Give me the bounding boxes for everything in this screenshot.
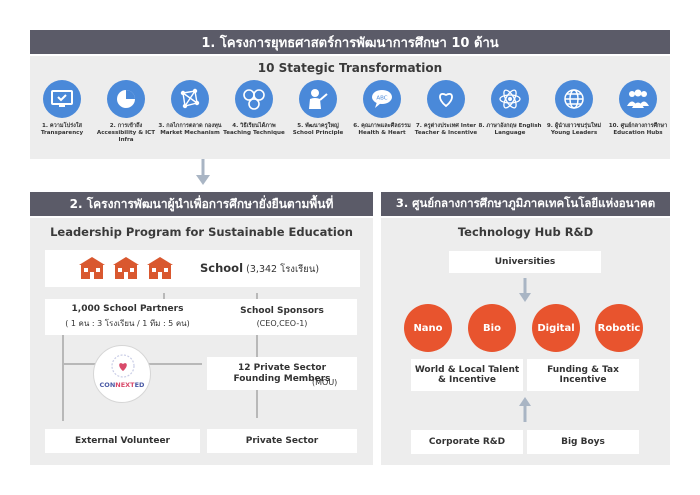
universities-box: Universities (449, 251, 601, 273)
founding-members-label: 12 Private Sector Founding Members (233, 362, 331, 384)
connector-line (256, 335, 258, 357)
logo-text-con: CON (99, 381, 116, 389)
nano-label: Nano (413, 322, 443, 334)
talent-box: World & Local Talent & Incentive (411, 359, 523, 391)
connector-line (256, 293, 258, 299)
down-arrow-icon (196, 159, 210, 187)
strategy-label: 9. ผู้นำเยาวชนรุ่นใหม่ Young Leaders (546, 123, 602, 136)
people-icon (619, 80, 657, 118)
speech-bubble-icon: ABC (363, 80, 401, 118)
nano-circle: Nano (404, 304, 452, 352)
down-arrow-icon (519, 278, 531, 304)
school-label: School (200, 261, 244, 275)
strategy-item-7: 7. ครูต่างประเทศ Inter Teacher & Incenti… (414, 80, 478, 137)
connector-line (62, 335, 64, 421)
strategy-label: 10. ศูนย์กลางการศึกษา Education Hubs (608, 123, 668, 136)
corporate-rd-label: Corporate R&D (428, 437, 506, 447)
external-volunteer-label: External Volunteer (74, 436, 170, 446)
section2-title: Leadership Program for Sustainable Educa… (50, 225, 353, 239)
strategy-item-4: 4. วิธีเรียนได้ภาพ Teaching Technique (222, 80, 286, 137)
up-arrow-icon (519, 396, 531, 422)
strategy-label: 3. กลไกการตลาด กองทุน Market Mechanism (158, 123, 222, 136)
big-boys-box: Big Boys (527, 430, 639, 454)
founding-members-box: 12 Private Sector Founding Members (207, 357, 357, 390)
strategy-label: 5. พัฒนาครูใหญ่ School Principle (292, 123, 344, 136)
hands-heart-icon (427, 80, 465, 118)
school-sponsors-box: School Sponsors (CEO,CEO-1) (207, 299, 357, 335)
strategy-label: 7. ครูต่างประเทศ Inter Teacher & Incenti… (414, 123, 478, 136)
private-sector-box: Private Sector (207, 429, 357, 453)
school-count: (3,342 โรงเรียน) (246, 264, 320, 275)
section3-title: Technology Hub R&D (457, 225, 594, 239)
connector-line (256, 390, 258, 418)
strategy-item-5: 5. พัฒนาครูใหญ่ School Principle (286, 80, 350, 137)
school-partners-box: 1,000 School Partners ( 1 คน : 3 โรงเรีย… (45, 299, 210, 335)
strategy-icons: 1. ความโปร่งใส Transparency 2. การเข้าถึ… (30, 80, 670, 155)
strategy-label: 6. คุณภาพและศีลธรรม Health & Heart (353, 123, 411, 136)
section3-header-bar: 3. ศูนย์กลางการศึกษาภูมิภาคเทคโนโลยีแห่ง… (381, 192, 670, 216)
strategy-item-2: 2. การเข้าถึง Accessibility & ICT Infra (94, 80, 158, 144)
globe-icon (555, 80, 593, 118)
funding-label: Funding & Tax Incentive (547, 365, 619, 385)
section3-panel: Technology Hub R&D Universities Nano Bio… (381, 218, 670, 465)
strategy-item-10: 10. ศูนย์กลางการศึกษา Education Hubs (606, 80, 670, 137)
strategy-item-6: ABC 6. คุณภาพและศีลธรรม Health & Heart (350, 80, 414, 137)
founding-members-sub: (MOU) (312, 378, 338, 387)
section1-header-bar: 1. โครงการยุทธศาสตร์การพัฒนาการศึกษา 10 … (30, 30, 670, 54)
section2-header-bar: 2. โครงการพัฒนาผู้นำเพื่อการศึกษายั่งยืน… (30, 192, 373, 216)
talent-label: World & Local Talent & Incentive (414, 365, 520, 385)
pie-chart-icon (107, 80, 145, 118)
strategy-label: 8. ภาษาอังกฤษ English Language (478, 123, 542, 136)
universities-label: Universities (494, 257, 556, 267)
connector-line (163, 293, 165, 299)
digital-label: Digital (537, 322, 575, 334)
private-sector-label: Private Sector (245, 436, 319, 446)
section2-header-title: 2. โครงการพัฒนาผู้นำเพื่อการศึกษายั่งยืน… (69, 196, 334, 211)
logo-text-next: NEXT (115, 381, 135, 389)
svg-text:ABC: ABC (376, 96, 387, 102)
school-sponsors-label: School Sponsors (240, 306, 324, 316)
bio-label: Bio (483, 322, 501, 334)
connexted-logo: CONNEXTED (93, 345, 151, 403)
section1-header-title: 1. โครงการยุทธศาสตร์การพัฒนาการศึกษา 10 … (201, 35, 499, 51)
strategy-item-3: 3. กลไกการตลาด กองทุน Market Mechanism (158, 80, 222, 137)
digital-circle: Digital (532, 304, 580, 352)
corporate-rd-box: Corporate R&D (411, 430, 523, 454)
robotic-circle: Robotic (595, 304, 643, 352)
logo-text-ed: ED (134, 381, 145, 389)
atom-icon (491, 80, 529, 118)
section3-header-title: 3. ศูนย์กลางการศึกษาภูมิภาคเทคโนโลยีแห่ง… (395, 196, 656, 210)
school-sponsors-sub: (CEO,CEO-1) (256, 319, 308, 328)
school-partners-sub: ( 1 คน : 3 โรงเรียน / 1 ทีม : 5 คน) (65, 319, 190, 328)
strategy-label: 4. วิธีเรียนได้ภาพ Teaching Technique (223, 123, 285, 136)
monitor-check-icon (43, 80, 81, 118)
strategy-item-8: 8. ภาษาอังกฤษ English Language (478, 80, 542, 137)
faces-icon (235, 80, 273, 118)
strategy-label: 1. ความโปร่งใส Transparency (40, 123, 84, 136)
school-partners-label: 1,000 School Partners (71, 304, 184, 314)
school-box: School (3,342 โรงเรียน) (45, 250, 360, 287)
strategy-item-1: 1. ความโปร่งใส Transparency (30, 80, 94, 137)
network-icon (171, 80, 209, 118)
bio-circle: Bio (468, 304, 516, 352)
school-building-icons (77, 255, 177, 284)
strategy-item-9: 9. ผู้นำเยาวชนรุ่นใหม่ Young Leaders (542, 80, 606, 137)
strategy-label: 2. การเข้าถึง Accessibility & ICT Infra (96, 123, 156, 143)
teacher-icon (299, 80, 337, 118)
section2-panel: Leadership Program for Sustainable Educa… (30, 218, 373, 465)
external-volunteer-box: External Volunteer (45, 429, 200, 453)
section1-title: 10 Stategic Transformation (257, 61, 443, 75)
big-boys-label: Big Boys (561, 437, 605, 447)
robotic-label: Robotic (597, 322, 641, 334)
funding-box: Funding & Tax Incentive (527, 359, 639, 391)
